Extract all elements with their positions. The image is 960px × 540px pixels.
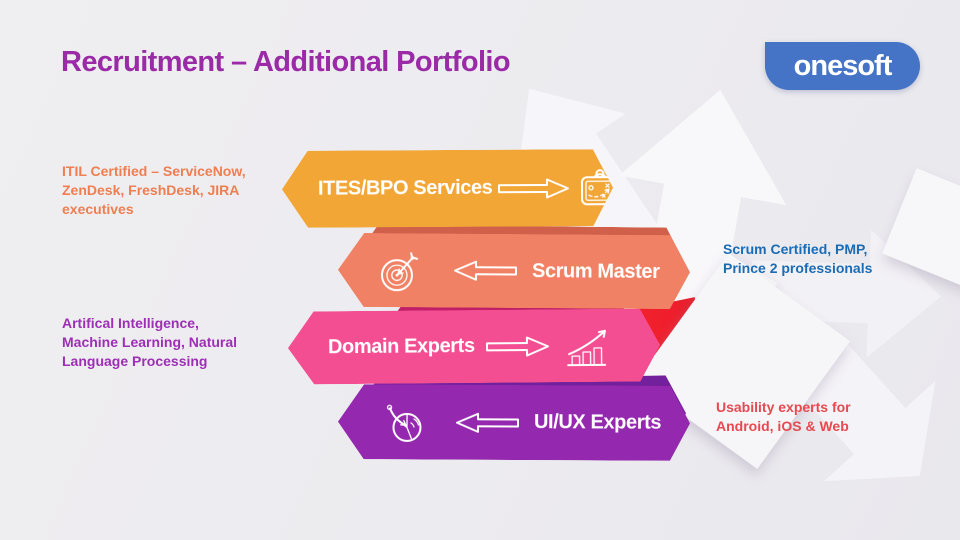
note-line: Android, iOS & Web [716, 418, 849, 434]
banner-label: UI/UX Experts [533, 411, 662, 434]
note-itil-certified: ITIL Certified – ServiceNow, ZenDesk, Fr… [62, 162, 246, 219]
banner-label: Scrum Master [531, 259, 660, 283]
note-scrum-certified: Scrum Certified, PMP, Prince 2 professio… [723, 240, 872, 278]
note-artificial-intelligence: Artifical Intelligence, Machine Learning… [62, 314, 237, 371]
note-line: ZenDesk, FreshDesk, JIRA [62, 182, 240, 198]
banner-uiux-experts: UI/UX Experts [338, 384, 690, 461]
note-line: Artifical Intelligence, [62, 315, 199, 331]
note-line: Scrum Certified, PMP, [723, 241, 868, 257]
long-arrow-right-icon [485, 334, 551, 359]
note-line: Usability experts for [716, 399, 851, 415]
banner-scrum-master: Scrum Master [338, 233, 691, 309]
banner-label: ITES/BPO Services [317, 176, 493, 200]
pie-chart-icon [382, 399, 430, 445]
long-arrow-left-icon [454, 410, 520, 434]
note-usability-experts: Usability experts for Android, iOS & Web [716, 398, 851, 436]
growth-chart-icon [562, 322, 614, 368]
banner-label: Domain Experts [327, 334, 475, 359]
onesoft-logo: onesoft [765, 42, 920, 90]
page-title: Recruitment – Additional Portfolio [61, 46, 511, 78]
long-arrow-left-icon [452, 259, 518, 283]
banner-ites-bpo-services: ITES/BPO Services [282, 149, 613, 228]
note-line: Machine Learning, Natural [62, 334, 238, 350]
banner-domain-experts: Domain Experts [288, 308, 661, 384]
note-line: executives [62, 201, 134, 217]
note-line: Language Processing [62, 353, 208, 369]
onesoft-logo-text: onesoft [793, 49, 893, 82]
target-dart-icon [378, 247, 426, 293]
note-line: ITIL Certified – ServiceNow, [62, 163, 246, 179]
long-arrow-right-icon [497, 176, 571, 200]
note-line: Prince 2 professionals [723, 260, 873, 276]
